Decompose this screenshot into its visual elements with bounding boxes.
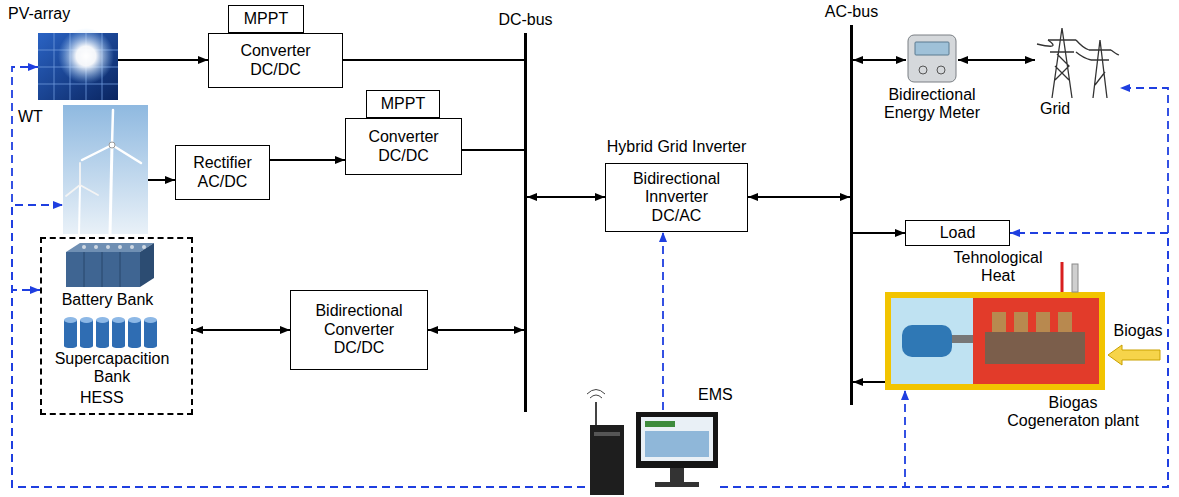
control-signal-line (720, 88, 1168, 487)
bidirectional-converter-box: Bidirectional Converter DC/DC (290, 290, 428, 370)
control-signal-line (662, 232, 664, 410)
ems-computer-illustration (587, 390, 718, 496)
node-label: AC-bus (819, 3, 884, 21)
node-label: Converter DC/DC (356, 128, 451, 165)
energy-meter-illustration (908, 35, 956, 82)
pv-array-node: PV-array (38, 33, 118, 100)
ac-bus: AC-bus (850, 25, 853, 405)
power-flow-arrow (748, 196, 850, 198)
battery-bank-illustration (66, 243, 154, 287)
node-label: Bidirectional Innverter DC/AC (622, 170, 731, 225)
node-label: MPPT (371, 95, 435, 113)
wind-turbine-illustration (63, 105, 148, 234)
battery-bank-node: Battery Bank (60, 242, 155, 288)
node-label: Bidirectional Energy Meter (877, 86, 987, 123)
converter-box: Converter DC/DC (208, 33, 343, 88)
load-box: Load (905, 220, 1010, 246)
control-signal-line (720, 233, 1168, 487)
hess-group: HESS Battery BankSupercapacition Bank (40, 237, 193, 415)
inverter-box: Hybrid Grid InverterBidirectional Innver… (605, 163, 748, 232)
pv-panel-illustration (38, 28, 118, 100)
node-label: Biogas Cogeneraton plant (1003, 394, 1143, 431)
energy-meter-node: Bidirectional Energy Meter (906, 35, 958, 82)
node-label: Converter DC/DC (219, 42, 332, 79)
node-label: Bidirectional Converter DC/DC (301, 302, 417, 357)
node-label: DC-bus (493, 11, 558, 29)
power-flow-arrow (270, 159, 345, 161)
heat-output-label: Tehnological Heat (950, 249, 1046, 286)
control-signal-line (12, 67, 585, 487)
node-label: Battery Bank (50, 291, 165, 309)
grid-node: Grid (1035, 25, 1120, 98)
node-label: Grid (1040, 100, 1085, 118)
node-label: Supercapacition Bank (50, 350, 174, 387)
dc-bus: DC-bus (524, 33, 527, 412)
node-label: EMS (698, 386, 743, 404)
cogeneration-plant-node: Biogas Cogeneraton plant (885, 292, 1105, 390)
rectifier-box: Rectifier AC/DC (175, 145, 270, 200)
node-label: MPPT (233, 10, 299, 28)
supercapacitor-bank-node: Supercapacition Bank (62, 316, 162, 348)
power-flow-arrow (958, 59, 1035, 61)
inverter-heading: Hybrid Grid Inverter (593, 138, 760, 156)
power-flow-arrow (343, 59, 524, 61)
node-label: WT (18, 108, 48, 126)
control-signal-line (12, 290, 585, 487)
node-label: PV-array (8, 5, 88, 23)
power-flow-arrow (527, 196, 605, 198)
power-flow-arrow (428, 329, 524, 331)
wind-turbine-node: WT (63, 105, 148, 234)
power-flow-arrow (853, 232, 905, 234)
mppt-box: MPPT (366, 90, 440, 118)
node-label: HESS (80, 389, 130, 407)
node-label: Rectifier AC/DC (184, 154, 261, 191)
power-flow-arrow (118, 59, 208, 61)
power-grid-illustration (1037, 28, 1119, 98)
power-flow-arrow (462, 149, 524, 151)
power-flow-arrow (853, 381, 885, 383)
control-signal-line (720, 390, 905, 487)
mppt-box: MPPT (228, 5, 304, 33)
control-signal-line (12, 205, 585, 487)
node-label: Load (910, 224, 1005, 242)
supercapacitor-bank-illustration (64, 317, 157, 348)
power-flow-arrow (148, 179, 175, 181)
power-flow-arrow (193, 329, 290, 331)
ems-node: EMS (585, 410, 720, 495)
fuel-input-label: Biogas (1112, 322, 1164, 340)
converter-box: Converter DC/DC (345, 118, 462, 175)
power-flow-arrow (853, 59, 906, 61)
